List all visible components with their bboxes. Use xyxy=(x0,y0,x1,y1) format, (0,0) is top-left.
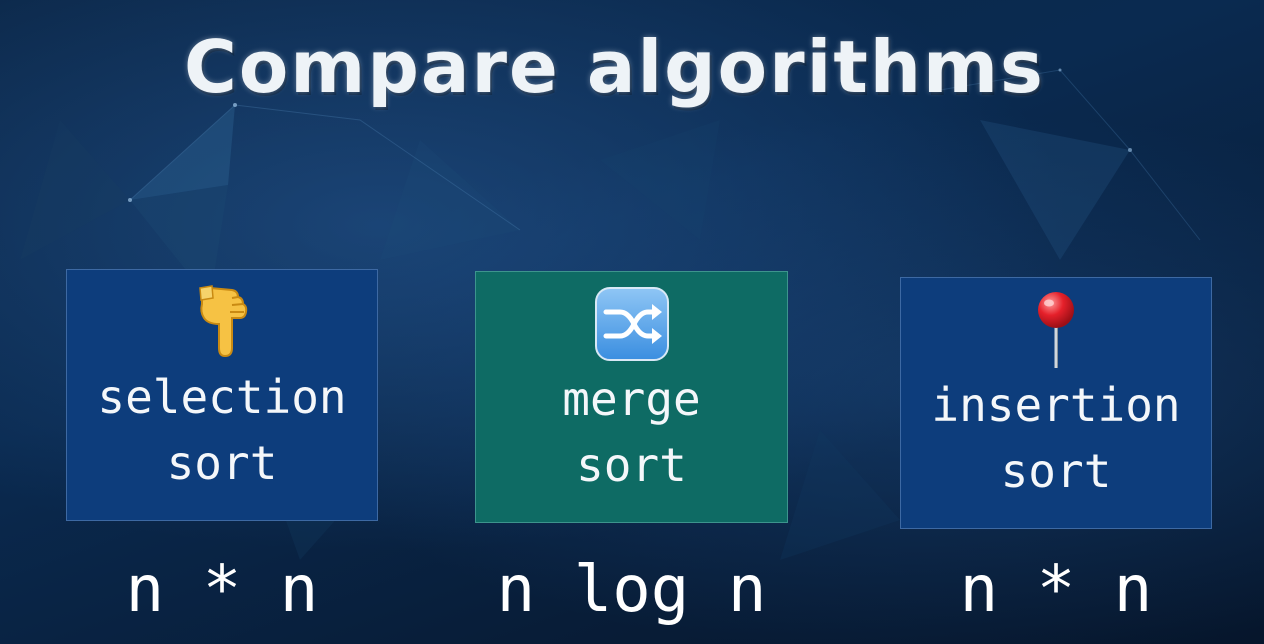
page-title: Compare algorithms xyxy=(184,25,1045,109)
selection-sort-card: selection sort xyxy=(66,269,378,521)
insertion-sort-complexity: n * n xyxy=(959,553,1153,627)
insertion-sort-card: insertion sort xyxy=(900,277,1212,529)
shuffle-icon xyxy=(594,287,669,361)
card-label: insertion sort xyxy=(931,372,1180,504)
card-label-line2: sort xyxy=(576,438,687,492)
card-label: selection sort xyxy=(97,364,346,496)
card-label: merge sort xyxy=(562,366,700,498)
selection-sort-complexity: n * n xyxy=(125,553,319,627)
pushpin-icon xyxy=(1038,292,1074,368)
card-label-line2: sort xyxy=(1000,444,1112,498)
pointing-down-hand-icon xyxy=(199,285,248,358)
card-label-line1: selection xyxy=(97,370,347,424)
card-label-line2: sort xyxy=(166,436,278,490)
merge-sort-complexity: n log n xyxy=(496,553,767,627)
merge-sort-card: merge sort xyxy=(475,271,788,523)
card-label-line1: merge xyxy=(562,372,701,426)
card-label-line1: insertion xyxy=(931,378,1181,432)
